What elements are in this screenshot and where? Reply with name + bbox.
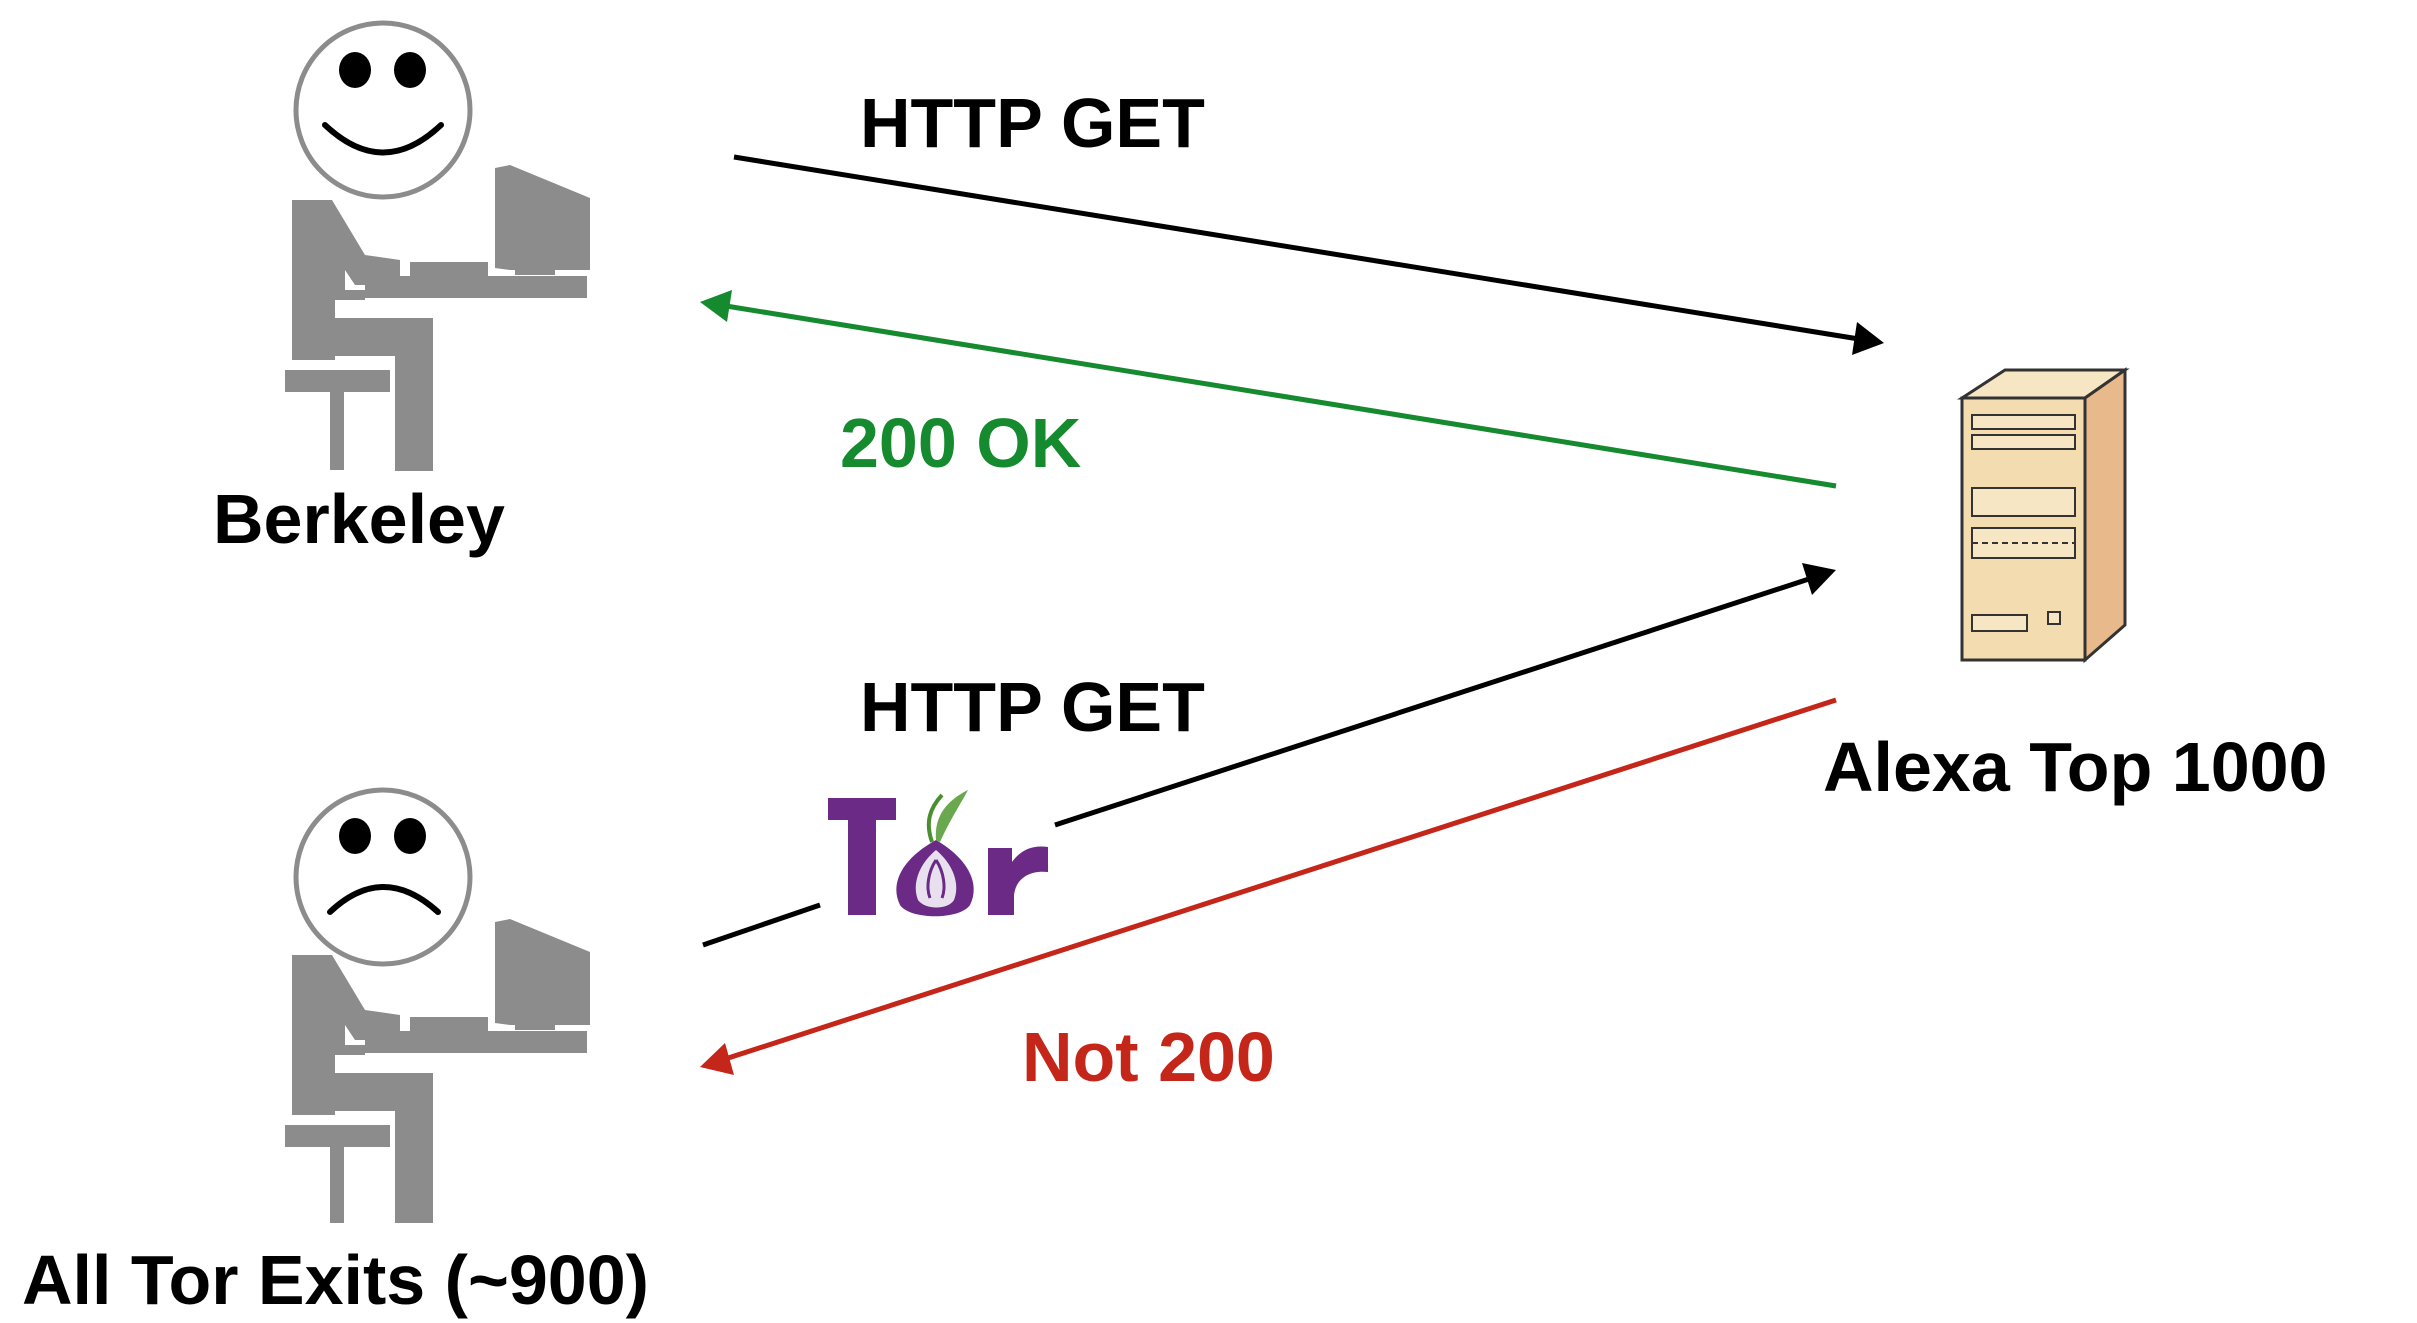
arrowhead-icon [1852,322,1884,355]
berkeley-response-arrow [719,302,1837,489]
sad-face-icon [293,787,473,967]
node-label-tor-exits: All Tor Exits (~900) [22,1241,649,1319]
arrowhead-icon [1802,563,1836,595]
happy-face-icon [293,20,473,200]
server-tower-icon [1956,367,2130,664]
tor-request-arrow-start [702,902,821,948]
arrowhead-icon [700,290,732,322]
berkeley-request-arrow [733,154,1866,343]
node-label-berkeley: Berkeley [213,480,505,558]
edge-label-tor-response: Not 200 [1022,1018,1275,1096]
edge-label-berkeley-request: HTTP GET [860,84,1205,162]
berkeley-user-icon [285,20,590,471]
seated-figure-icon [285,165,590,471]
node-label-server: Alexa Top 1000 [1823,728,2328,806]
tor-request-arrow-end [1054,575,1813,828]
tor-exit-user-icon [285,787,590,1223]
arrowhead-icon [700,1043,734,1075]
tor-response-arrow [721,697,1837,1063]
edge-label-berkeley-response: 200 OK [840,404,1082,482]
seated-figure-icon [285,919,590,1223]
edge-label-tor-request: HTTP GET [860,668,1205,746]
tor-onion-logo [828,790,1048,917]
